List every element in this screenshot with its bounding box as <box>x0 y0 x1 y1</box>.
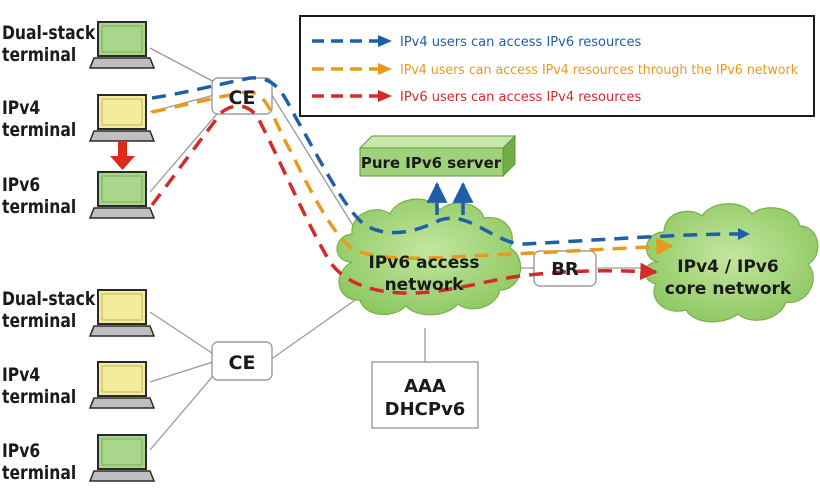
terminal-label-line1: Dual-stack <box>2 22 96 44</box>
terminal-label-line2: terminal <box>2 196 77 218</box>
flow-red-path <box>150 104 658 295</box>
server-label: Pure IPv6 server <box>361 154 502 172</box>
terminal-label-line1: IPv6 <box>2 174 41 196</box>
terminal-label-line1: IPv4 <box>2 364 41 386</box>
laptop-icon-dual-stack-top <box>88 21 156 69</box>
access-network-label-line1: IPv6 access <box>368 253 479 273</box>
terminal-label-ipv4-bottom: IPv4 terminal <box>2 364 76 408</box>
terminal-label-ipv4-top: IPv4 terminal <box>2 97 76 141</box>
legend-item-blue: IPv4 users can access IPv6 resources <box>400 35 641 50</box>
laptop-icon-ipv4-top <box>88 94 156 142</box>
access-network-label-line2: network <box>385 275 465 295</box>
aaa-label-line1: AAA <box>404 376 446 397</box>
terminal-label-line2: terminal <box>2 386 77 408</box>
br-box <box>533 250 597 287</box>
terminal-label-line1: IPv6 <box>2 440 41 462</box>
terminal-label-line2: terminal <box>2 44 77 66</box>
core-network-cloud-icon <box>644 203 819 323</box>
core-network-label-line2: core network <box>665 279 792 299</box>
flow-orange-path <box>151 90 674 261</box>
terminal-label-dual-stack-top: Dual-stack terminal <box>2 22 95 66</box>
terminal-label-line2: terminal <box>2 462 77 484</box>
terminal-label-ipv6-top: IPv6 terminal <box>2 174 76 218</box>
legend: IPv4 users can access IPv6 resources IPv… <box>299 15 815 117</box>
server-icon <box>358 134 517 178</box>
link-lines <box>149 47 650 451</box>
br-label: BR <box>551 259 579 280</box>
arrow-down-icon <box>110 142 135 170</box>
terminal-label-line2: terminal <box>2 119 77 141</box>
terminal-label-line2: terminal <box>2 310 77 332</box>
core-network-label-line1: IPv4 / IPv6 <box>677 257 778 277</box>
aaa-label-line2: DHCPv6 <box>385 399 466 420</box>
flow-blue-path <box>151 76 739 246</box>
flow-blue-arrowhead <box>738 228 750 240</box>
terminal-label-ipv6-bottom: IPv6 terminal <box>2 440 76 484</box>
laptop-icon-dual-stack-bottom <box>88 289 156 337</box>
legend-item-orange: IPv4 users can access IPv4 resources thr… <box>400 63 798 78</box>
ce-bottom-label: CE <box>229 352 256 374</box>
laptop-icon-ipv4-bottom <box>88 361 156 409</box>
legend-item-red: IPv6 users can access IPv4 resources <box>400 90 641 105</box>
terminal-label-line1: Dual-stack <box>2 288 96 310</box>
flow-paths <box>150 76 739 295</box>
legend-box <box>299 15 815 117</box>
terminal-label-dual-stack-bottom: Dual-stack terminal <box>2 288 95 332</box>
ce-top-label: CE <box>229 87 256 109</box>
ce-bottom-box <box>211 341 273 381</box>
terminal-label-line1: IPv4 <box>2 97 41 119</box>
aaa-box <box>371 361 479 429</box>
laptop-icon-ipv6-bottom <box>88 434 156 482</box>
arrow-up-icon <box>426 181 474 215</box>
laptop-icon-ipv6-top <box>88 171 156 219</box>
